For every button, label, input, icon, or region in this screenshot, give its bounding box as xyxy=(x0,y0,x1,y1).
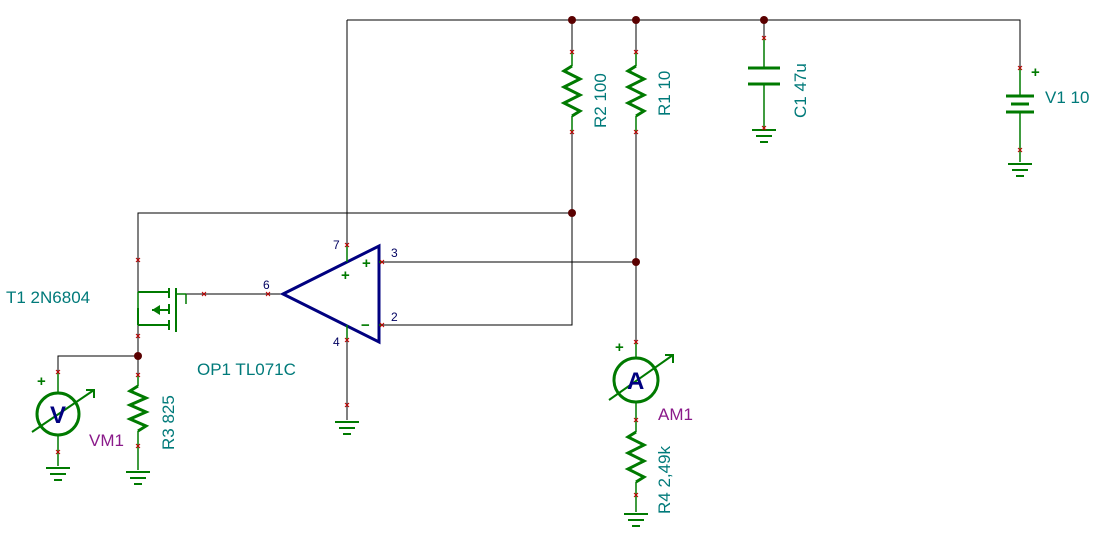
opamp-op1-body xyxy=(279,243,381,345)
resistor-r2-body xyxy=(560,64,584,118)
ground-icon xyxy=(126,471,150,485)
junction-r1-input xyxy=(632,258,640,266)
resistor-r1-label: R1 10 xyxy=(655,71,674,116)
opamp-supply-plus: + xyxy=(341,267,350,284)
ammeter-am1-label: AM1 xyxy=(658,405,693,424)
pin-marker xyxy=(265,291,271,297)
battery-v1-plus: + xyxy=(1031,64,1040,81)
pin-marker xyxy=(633,339,639,345)
pin-marker xyxy=(135,257,141,263)
ground-icon xyxy=(46,467,70,481)
pin-marker xyxy=(633,129,639,135)
ground-icon xyxy=(1008,163,1032,177)
junctions xyxy=(134,16,768,360)
pin-marker xyxy=(633,49,639,55)
opamp-pin-2: 2 xyxy=(391,310,398,324)
pin-marker xyxy=(344,402,350,408)
pin-marker xyxy=(1017,65,1023,71)
wire-r2-bottom xyxy=(382,132,573,326)
capacitor-c1: C1 47u xyxy=(748,38,810,143)
ground-icon xyxy=(752,129,776,143)
voltmeter-vm1-body xyxy=(35,391,81,437)
transistor-t1-label: T1 2N6804 xyxy=(6,288,90,307)
pin-marker xyxy=(201,291,207,297)
ground-icon xyxy=(335,421,359,435)
pin-marker xyxy=(569,49,575,55)
resistor-r2: R2 100 xyxy=(560,52,610,132)
pin-marker xyxy=(344,242,350,248)
junction-top-c1 xyxy=(760,16,768,24)
resistor-r1: R1 10 xyxy=(624,52,674,132)
voltmeter-vm1: V + VM1 xyxy=(31,372,124,481)
transistor-t1-terminals xyxy=(137,291,169,326)
pin-marker xyxy=(55,449,61,455)
resistor-r3-label: R3 825 xyxy=(159,395,178,450)
pin-marker xyxy=(135,333,141,339)
voltmeter-vm1-label: VM1 xyxy=(89,431,124,450)
pin-marker xyxy=(379,322,385,328)
ground-icon xyxy=(624,513,648,527)
voltmeter-vm1-plus: + xyxy=(37,373,46,390)
voltmeter-vm1-letter: V xyxy=(50,402,66,429)
ammeter-am1: A + AM1 xyxy=(608,339,693,424)
pin-marker xyxy=(135,372,141,378)
voltmeter-vm1-arrow xyxy=(31,389,95,433)
pin-marker xyxy=(55,369,61,375)
resistor-r3: R3 825 xyxy=(126,375,178,485)
opamp-plus-input: + xyxy=(362,255,371,272)
resistor-r1-body xyxy=(624,64,648,118)
opamp-pin-6: 6 xyxy=(263,278,270,292)
opamp-minus-input: − xyxy=(361,317,370,334)
wire-source xyxy=(57,325,139,372)
ammeter-am1-letter: A xyxy=(627,368,644,395)
opamp-pin-4: 4 xyxy=(333,335,340,349)
junction-top-r2 xyxy=(568,16,576,24)
pin-marker xyxy=(761,125,767,131)
battery-v1-label: V1 10 xyxy=(1045,88,1089,107)
opamp-pin-7: 7 xyxy=(333,238,340,252)
battery-v1: + V1 10 xyxy=(1006,64,1089,177)
junction-r2-drain xyxy=(568,209,576,217)
resistor-r4: R4 2,49k xyxy=(624,420,674,527)
ammeter-am1-plus: + xyxy=(615,339,624,356)
opamp-pin-3: 3 xyxy=(391,246,398,260)
ammeter-am1-body xyxy=(612,356,660,404)
pin-marker xyxy=(1017,147,1023,153)
capacitor-c1-label: C1 47u xyxy=(791,63,810,118)
opamp-op1: + − + 7 3 6 2 4 OP1 TL071C xyxy=(197,238,398,435)
wires xyxy=(57,19,1021,420)
junction-source xyxy=(134,352,142,360)
pin-marker xyxy=(633,417,639,423)
resistor-r4-body xyxy=(624,430,648,484)
wire-drain xyxy=(137,212,572,292)
pin-marker xyxy=(379,259,385,265)
opamp-op1-label: OP1 TL071C xyxy=(197,360,296,379)
pin-marker xyxy=(135,443,141,449)
pin-marker xyxy=(761,35,767,41)
pin-marker xyxy=(344,337,350,343)
transistor-t1-arrow xyxy=(152,305,160,315)
resistor-r3-body xyxy=(126,384,150,433)
resistor-r2-label: R2 100 xyxy=(591,73,610,128)
resistor-r4-label: R4 2,49k xyxy=(655,445,674,514)
ammeter-am1-arrow xyxy=(608,354,674,401)
transistor-t1: T1 2N6804 xyxy=(6,288,187,332)
pin-marker xyxy=(569,129,575,135)
junction-top-r1 xyxy=(632,16,640,24)
pin-marker xyxy=(633,492,639,498)
pin-markers xyxy=(55,35,1023,498)
wire-top-rail xyxy=(347,19,1021,68)
